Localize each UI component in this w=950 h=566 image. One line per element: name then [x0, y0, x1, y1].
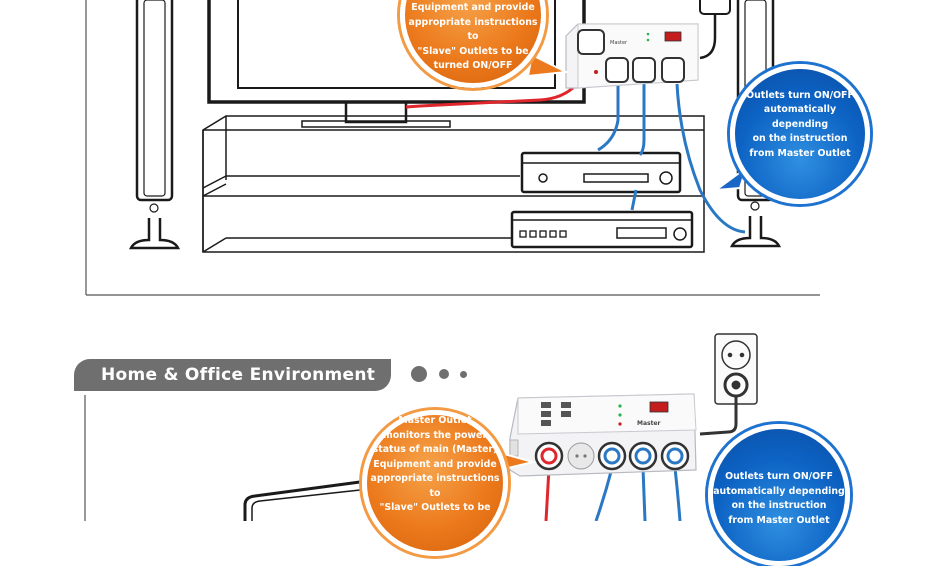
bottom-master-callout: Master Outlet monitors the power status … [362, 410, 508, 556]
bottom-master-outlet [534, 441, 564, 471]
bottom-slave-callout: Outlets turn ON/OFF automatically depend… [708, 424, 850, 566]
title-dot-small [460, 371, 467, 378]
top-slave-cable-1 [597, 84, 620, 152]
top-slave-cable-2 [638, 84, 646, 156]
bottom-cables [544, 467, 682, 521]
top-slave-callout: Outlets turn ON/OFF automatically depend… [730, 64, 870, 204]
top-slave-cable-3 [675, 83, 746, 234]
top-slave-bubble-pointer [712, 165, 748, 192]
bottom-strip-brand: Master [637, 420, 661, 427]
bottom-wall-socket [699, 333, 758, 436]
top-slave-cable-2b [630, 189, 638, 211]
bottom-slave-cable-1 [594, 467, 614, 521]
tv-stand [202, 115, 705, 253]
av-receiver [510, 210, 694, 249]
top-slave-callout-text: Outlets turn ON/OFF automatically depend… [746, 89, 854, 159]
left-speaker [128, 0, 181, 250]
computer-monitor [243, 480, 361, 521]
top-wall-socket [699, 0, 731, 60]
bottom-slave-cable-2 [641, 467, 647, 521]
top-strip-brand: Master [610, 40, 628, 46]
bottom-master-cable [544, 467, 551, 521]
bottom-slave-callout-text: Outlets turn ON/OFF automatically depend… [713, 471, 845, 526]
bottom-power-strip: Master [509, 393, 697, 477]
top-master-callout-text: status of main (Master) Equipment and pr… [408, 2, 538, 71]
bottom-master-callout-text: Master Outlet monitors the power status … [370, 415, 500, 514]
top-master-plug [577, 29, 605, 55]
dvd-player [520, 151, 682, 194]
top-master-callout: status of main (Master) Equipment and pr… [400, 0, 546, 88]
section-title: Home & Office Environment [74, 359, 391, 391]
top-master-bubble-pointer [526, 53, 570, 78]
bottom-slave-cable-3 [673, 467, 682, 521]
title-dot-large [411, 366, 427, 382]
diagram-scene: Master [84, 0, 820, 521]
title-dot-medium [439, 369, 449, 379]
bottom-power-switch-icon [649, 401, 669, 413]
bottom-scene: Master [84, 333, 758, 521]
power-switch-icon [664, 31, 682, 42]
top-power-strip: Master [565, 23, 699, 89]
